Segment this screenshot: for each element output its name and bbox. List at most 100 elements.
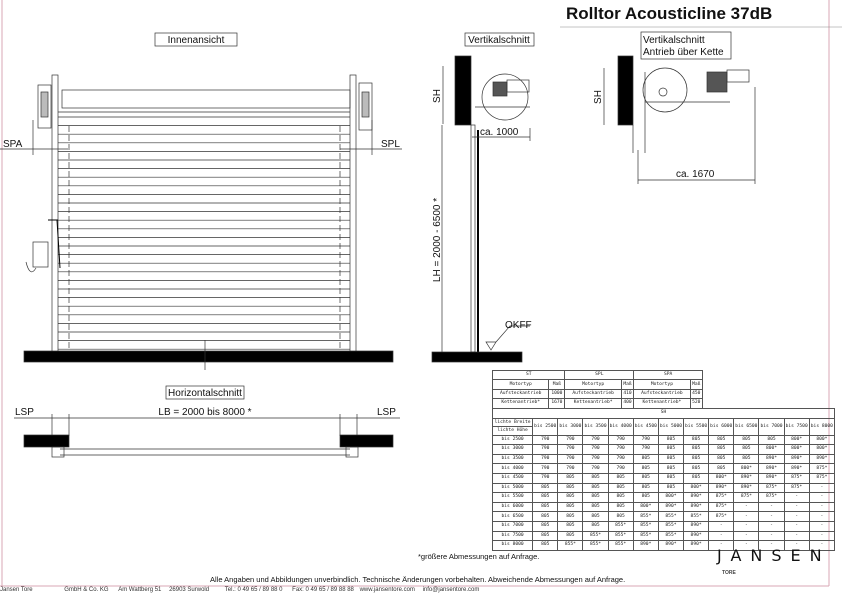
sh-value-cell: 805 xyxy=(607,501,634,513)
inside-view-label: Innenansicht xyxy=(168,35,225,46)
control-cable xyxy=(48,219,61,269)
sh-value-cell: - xyxy=(783,492,810,503)
vertical-section xyxy=(431,32,535,363)
sh-value-cell: 855* xyxy=(557,540,584,551)
sh-value-cell: 855* xyxy=(607,540,634,551)
footer-web[interactable]: www.jansentore.com xyxy=(359,587,415,593)
sh-value-cell: 805 xyxy=(708,444,735,455)
sh-value-cell: - xyxy=(808,501,836,513)
cell: Aufsteckantrieb xyxy=(564,388,622,400)
sh-value-cell: - xyxy=(733,530,760,542)
sh-value-cell: 805 xyxy=(733,434,760,446)
sh-value-cell: 805 xyxy=(657,434,685,446)
horizontal-section-label: Horizontalschnitt xyxy=(168,388,242,399)
sh-value-cell: 805 xyxy=(607,492,634,503)
sh-value-cell: 805 xyxy=(557,520,584,532)
sh-value-cell: - xyxy=(733,511,760,522)
col-header: Motortyp xyxy=(633,379,691,390)
sh-value-cell: - xyxy=(708,530,735,542)
sh-value-cell: 875* xyxy=(783,472,810,484)
cell: 410 xyxy=(620,388,635,400)
cell: 1670 xyxy=(548,398,566,409)
depth-label: ca. 1000 xyxy=(480,127,519,138)
right-jamb xyxy=(339,434,394,448)
spl-label: SPL xyxy=(381,139,400,150)
sh-value-cell: - xyxy=(783,501,810,513)
sh-value-cell: - xyxy=(783,520,810,532)
sh-value-cell: 890* xyxy=(758,463,785,474)
width-column-header: bis 5500 xyxy=(683,417,710,436)
disclaimer: Alle Angaben und Abbildungen unverbindli… xyxy=(210,575,626,584)
sh-value-cell: 855* xyxy=(582,540,609,551)
sh-value-cell: 805 xyxy=(632,463,659,474)
sh-value-cell: 800* xyxy=(808,444,836,455)
sh-value-cell: 805 xyxy=(532,530,559,542)
lsp-left-label: LSP xyxy=(15,407,34,418)
sh-value-cell: 805 xyxy=(557,492,584,503)
right-motor-bracket xyxy=(358,82,373,131)
sh-value-cell: 790 xyxy=(582,453,609,465)
sh-value-cell: 800* xyxy=(783,434,810,446)
height-row-header: bis 6000 xyxy=(491,501,534,513)
sh-value-cell: 790 xyxy=(582,444,609,455)
height-row-header: bis 7500 xyxy=(491,530,534,542)
sh-value-cell: 805 xyxy=(557,530,584,542)
sh-value-cell: 855* xyxy=(607,520,634,532)
lh-label: LH = 2000 - 6500 * xyxy=(432,198,443,282)
width-column-header: bis 7000 xyxy=(758,417,785,436)
width-column-header: bis 7500 xyxy=(783,417,810,436)
okff-marker xyxy=(485,325,530,351)
sh-value-cell: - xyxy=(758,530,785,542)
sh-value-cell: 790 xyxy=(532,472,559,484)
sh-value-cell: - xyxy=(733,520,760,532)
width-column-header: bis 8000 xyxy=(808,417,836,436)
sh-value-cell: - xyxy=(758,511,785,522)
sh-value-cell: 790 xyxy=(607,453,634,465)
horizontal-section xyxy=(14,385,400,458)
sh-value-cell: 805 xyxy=(632,492,659,503)
sh-value-cell: 875* xyxy=(708,501,735,513)
vertical-section-chain xyxy=(603,31,756,184)
sh-value-cell: - xyxy=(808,530,836,542)
sh-label: SH xyxy=(432,89,443,103)
width-column-header: bis 2500 xyxy=(532,417,559,436)
footer-phone: Tel.: 0 49 65 / 89 88 0 xyxy=(224,587,283,593)
sh-value-cell: 790 xyxy=(557,453,584,465)
width-column-header: bis 4500 xyxy=(632,417,659,436)
footer-email[interactable]: info@jansentore.com xyxy=(422,587,480,593)
sh-value-cell: 805 xyxy=(708,463,735,474)
sh-value-cell: 805 xyxy=(582,492,609,503)
cell: Kettenantrieb* xyxy=(564,398,622,409)
sh-value-cell: 875* xyxy=(758,492,785,503)
sh-value-cell: 805 xyxy=(683,434,710,446)
sh-value-cell: 805 xyxy=(733,453,760,465)
cell: Kettenantrieb* xyxy=(633,398,691,409)
col-header: Maß xyxy=(689,379,704,390)
sh-value-cell: 790 xyxy=(557,434,584,446)
sh-value-cell: 800* xyxy=(632,501,659,513)
sh-value-cell: 890* xyxy=(632,540,659,551)
sh-value-cell: 805 xyxy=(632,482,659,494)
sh-value-cell: 805 xyxy=(582,501,609,513)
sh-value-cell: 805 xyxy=(683,444,710,455)
sh-value-cell: - xyxy=(783,530,810,542)
sh-value-cell: 805 xyxy=(532,482,559,494)
sh-value-cell: 890* xyxy=(683,492,710,503)
sh-value-cell: 805 xyxy=(607,482,634,494)
sh-value-cell: 890* xyxy=(783,453,810,465)
sh-value-cell: 805 xyxy=(557,511,584,522)
sh-value-cell: 790 xyxy=(607,434,634,446)
sh-value-cell: - xyxy=(758,520,785,532)
sh-value-cell: 855* xyxy=(582,530,609,542)
sh-value-cell: - xyxy=(758,501,785,513)
logo-subtitle: TORE xyxy=(722,570,736,576)
sh-value-cell: 805 xyxy=(632,472,659,484)
sh-value-cell: 790 xyxy=(632,444,659,455)
sh-value-cell: 855* xyxy=(632,520,659,532)
left-guide-plan xyxy=(51,446,65,458)
